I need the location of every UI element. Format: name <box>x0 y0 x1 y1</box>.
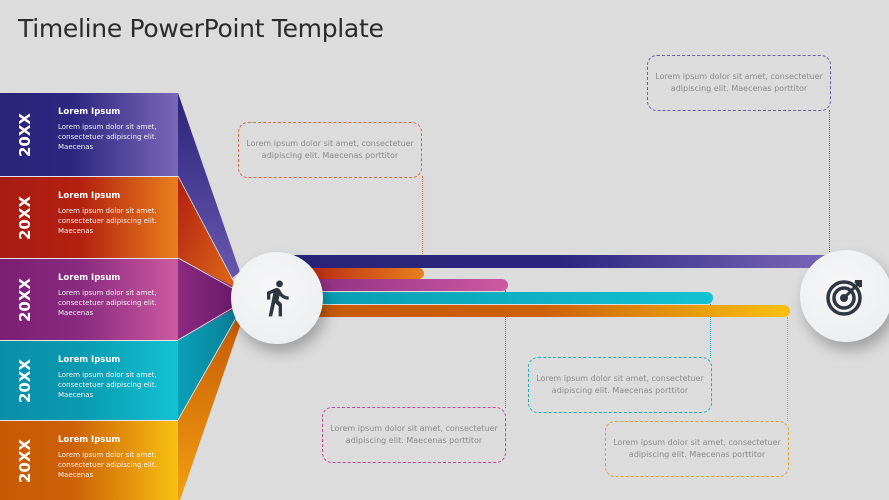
band-heading: Lorem Ipsum <box>58 435 121 445</box>
band-text: Lorem ipsum dolor sit amet, consectetuer… <box>58 451 157 479</box>
timeline-bar-1 <box>290 255 830 268</box>
timeline-bar-3 <box>290 279 508 291</box>
callout-text: Lorem ipsum dolor sit amet, consectetuer… <box>246 139 414 160</box>
connector-line-4 <box>710 304 711 358</box>
timeline-band-4: 20XX Lorem Ipsum Lorem ipsum dolor sit a… <box>0 340 178 420</box>
running-person-icon <box>267 280 289 317</box>
callout-text: Lorem ipsum dolor sit amet, consectetuer… <box>536 374 704 395</box>
band-text: Lorem ipsum dolor sit amet, consectetuer… <box>58 289 157 317</box>
target-icon <box>826 280 862 316</box>
band-text: Lorem ipsum dolor sit amet, consectetuer… <box>58 123 157 151</box>
callout-box-2: Lorem ipsum dolor sit amet, consectetuer… <box>647 55 831 111</box>
connector-line-5 <box>787 317 788 421</box>
timeline-band-5: 20XX Lorem Ipsum Lorem ipsum dolor sit a… <box>0 420 178 500</box>
timeline-band-3: 20XX Lorem Ipsum Lorem ipsum dolor sit a… <box>0 258 178 340</box>
timeline-bar-4 <box>290 292 713 304</box>
band-heading: Lorem Ipsum <box>58 107 121 117</box>
callout-box-5: Lorem ipsum dolor sit amet, consectetuer… <box>605 421 789 477</box>
callout-box-1: Lorem ipsum dolor sit amet, consectetuer… <box>238 122 422 178</box>
callout-text: Lorem ipsum dolor sit amet, consectetuer… <box>613 438 781 459</box>
timeline-bar-5 <box>290 305 790 317</box>
band-year: 20XX <box>16 112 35 157</box>
band-heading: Lorem Ipsum <box>58 273 121 283</box>
start-node <box>231 252 323 344</box>
band-text: Lorem ipsum dolor sit amet, consectetuer… <box>58 207 157 235</box>
slide-title: Timeline PowerPoint Template <box>18 14 384 43</box>
end-node <box>800 250 889 342</box>
connector-line-1 <box>422 176 423 268</box>
timeline-bar-2 <box>290 268 424 279</box>
callout-box-3: Lorem ipsum dolor sit amet, consectetuer… <box>322 407 506 463</box>
timeline-band-2: 20XX Lorem Ipsum Lorem ipsum dolor sit a… <box>0 176 178 258</box>
callout-text: Lorem ipsum dolor sit amet, consectetuer… <box>655 72 823 93</box>
callout-box-4: Lorem ipsum dolor sit amet, consectetuer… <box>528 357 712 413</box>
band-text: Lorem ipsum dolor sit amet, consectetuer… <box>58 371 157 399</box>
connector-line-2 <box>829 110 830 256</box>
band-year: 20XX <box>16 195 35 240</box>
band-heading: Lorem Ipsum <box>58 355 121 365</box>
band-year: 20XX <box>16 358 35 403</box>
timeline-band-1: 20XX Lorem Ipsum Lorem ipsum dolor sit a… <box>0 93 178 176</box>
band-year: 20XX <box>16 277 35 322</box>
callout-text: Lorem ipsum dolor sit amet, consectetuer… <box>330 424 498 445</box>
band-heading: Lorem Ipsum <box>58 191 121 201</box>
connector-line-3 <box>505 290 506 408</box>
band-year: 20XX <box>16 438 35 483</box>
